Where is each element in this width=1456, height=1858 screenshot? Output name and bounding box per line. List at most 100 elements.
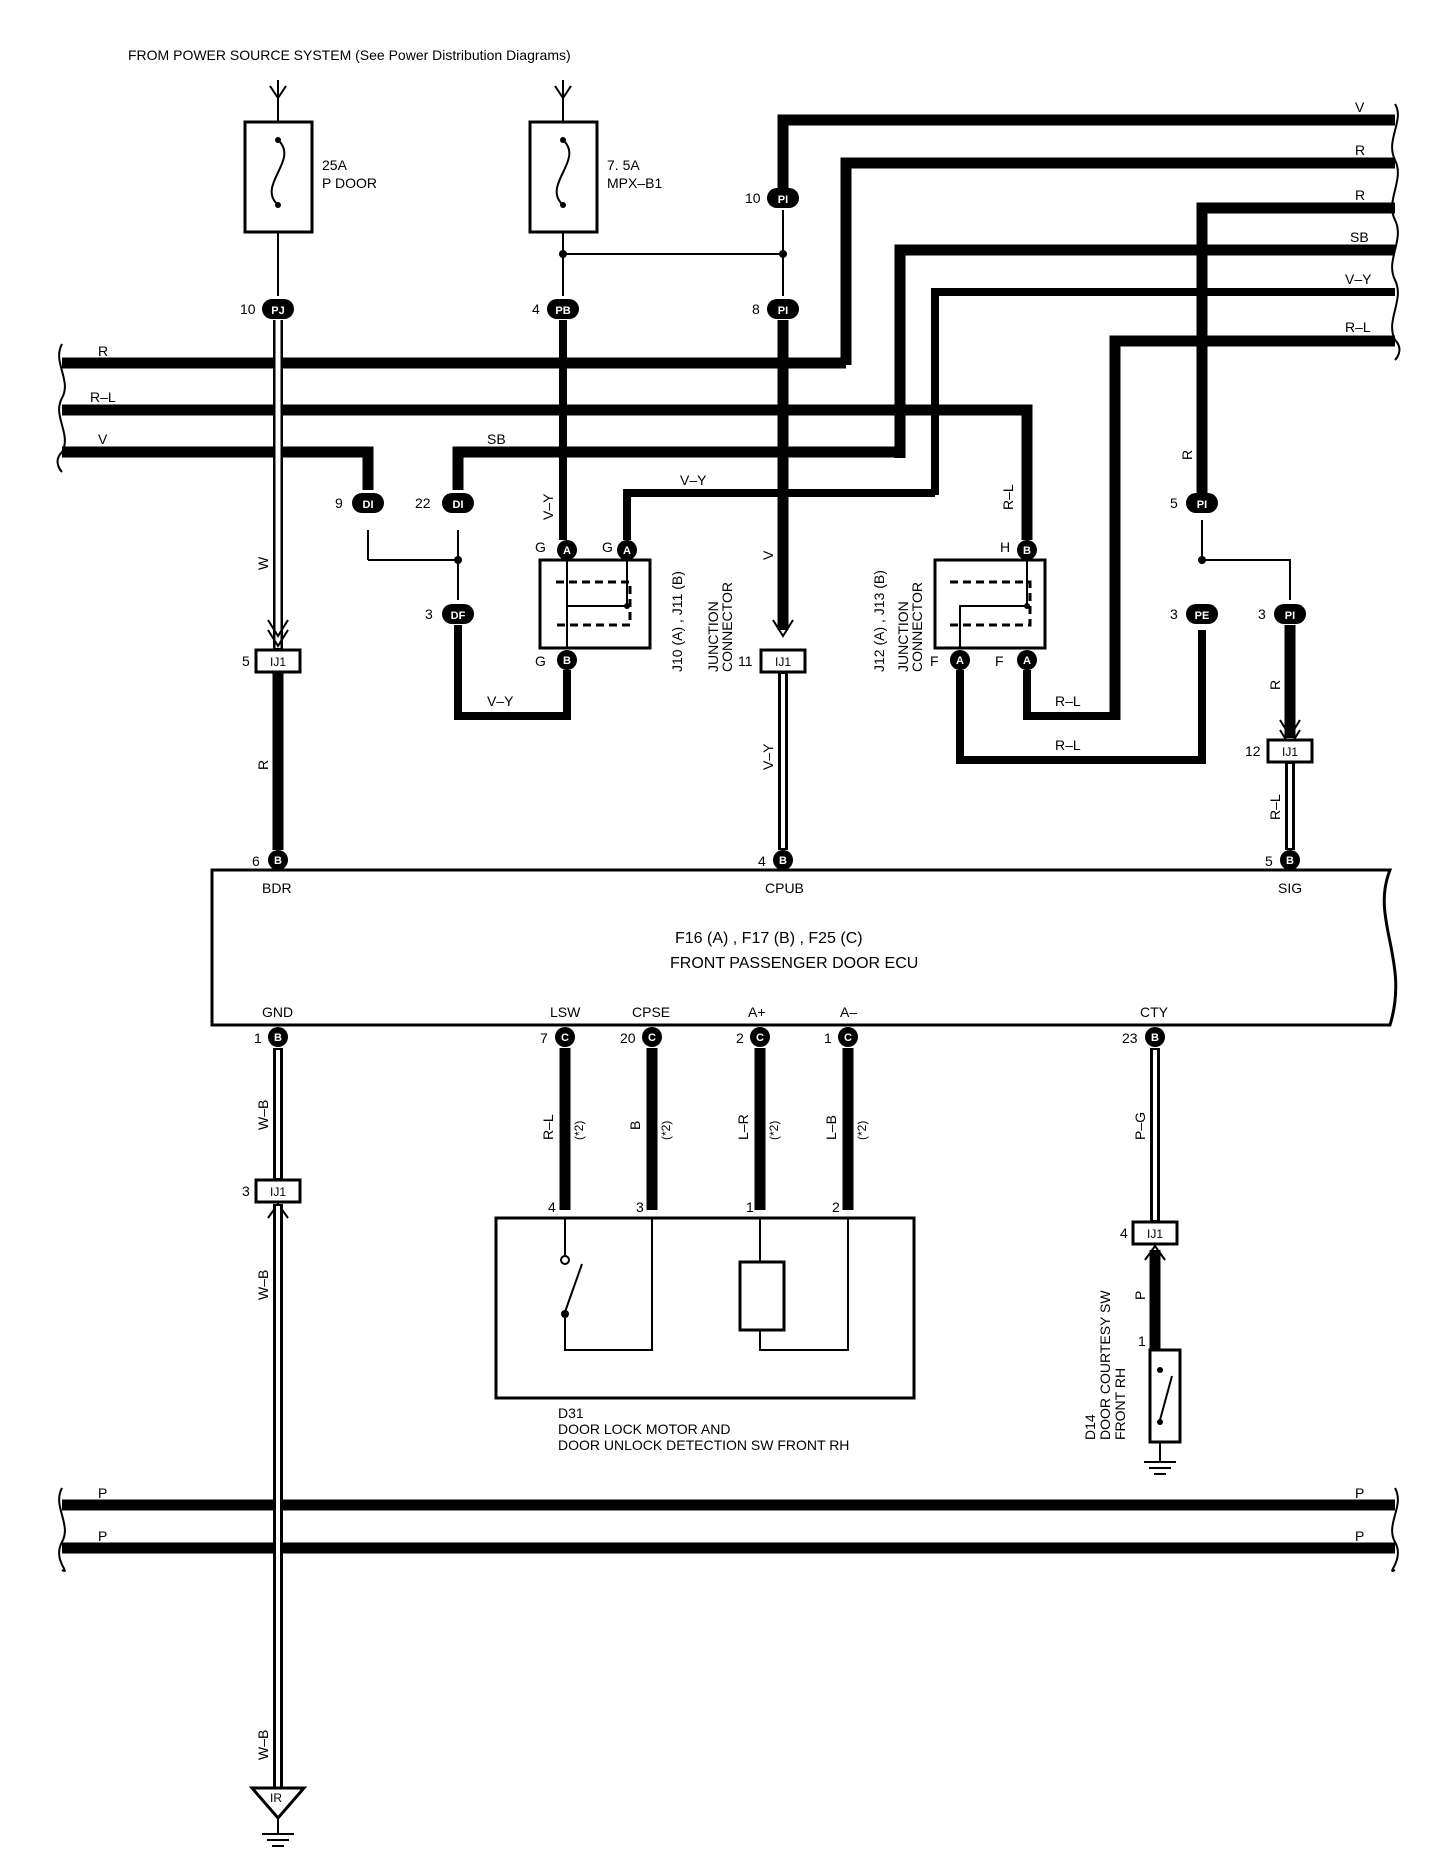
ecu-terminal-bdr: B 6 BDR <box>252 850 292 896</box>
svg-text:4: 4 <box>758 853 766 869</box>
svg-text:1: 1 <box>824 1030 832 1046</box>
label-r-right: R <box>1179 450 1195 460</box>
fuse-p-door: 25A P DOOR <box>243 80 377 296</box>
connector-ij1-12: IJ1 12 <box>1245 738 1314 764</box>
svg-text:4: 4 <box>1120 1225 1128 1241</box>
svg-text:3: 3 <box>1258 606 1266 622</box>
circuit-gnd: IJ1 3 W–B W–B W–B IR <box>242 1048 308 1847</box>
svg-text:C: C <box>756 1032 764 1044</box>
svg-text:12: 12 <box>1245 743 1261 759</box>
bus-p-right-2: P <box>1355 1528 1364 1544</box>
bus-label-v: V <box>1355 99 1365 115</box>
svg-text:A: A <box>563 545 571 557</box>
svg-text:C: C <box>648 1032 656 1044</box>
label-sb: SB <box>487 431 506 447</box>
svg-text:IJ1: IJ1 <box>1147 1227 1163 1241</box>
label-wb-2: W–B <box>255 1270 271 1300</box>
connector-pj: PJ 10 <box>240 299 294 319</box>
courtesy-line1: DOOR COURTESY SW <box>1097 1290 1113 1440</box>
connector-pi-10: PI 10 <box>745 188 799 208</box>
junction-connector-j12-j13: JUNCTION CONNECTOR J12 (A) , J13 (B) H F… <box>871 484 1206 764</box>
label-lr-a: L–R <box>735 1114 751 1140</box>
junction-left-g3: G <box>535 653 546 669</box>
circuit-cty: IJ1 4 P–G P <box>1120 1048 1179 1350</box>
svg-text:GND: GND <box>262 1004 293 1020</box>
svg-text:B: B <box>563 655 571 667</box>
svg-text:A: A <box>623 545 631 557</box>
junction-right-ids: J12 (A) , J13 (B) <box>871 570 887 672</box>
label-star-lsw: (*2) <box>572 1121 586 1140</box>
bus-label-r1: R <box>1355 142 1365 158</box>
fuse-p-door-name: P DOOR <box>322 175 377 191</box>
label-r-bdr: R <box>255 760 271 770</box>
motor-wires: R–L (*2) B (*2) L–R (*2) L–B (*2) <box>540 1048 869 1210</box>
svg-text:IJ1: IJ1 <box>270 655 286 669</box>
svg-text:10: 10 <box>240 301 256 317</box>
svg-text:1: 1 <box>254 1030 262 1046</box>
svg-text:IJ1: IJ1 <box>775 655 791 669</box>
svg-text:LSW: LSW <box>550 1004 581 1020</box>
label-rl-lsw: R–L <box>540 1114 556 1140</box>
label-wb-3: W–B <box>255 1730 271 1760</box>
svg-text:9: 9 <box>335 495 343 511</box>
svg-text:5: 5 <box>242 653 250 669</box>
ecu-terminal-cpub: B 4 CPUB <box>758 850 804 896</box>
power-source-note: FROM POWER SOURCE SYSTEM (See Power Dist… <box>128 47 571 63</box>
label-b-cpse: B <box>627 1121 643 1130</box>
label-wb-1: W–B <box>255 1100 271 1130</box>
svg-text:4: 4 <box>532 301 540 317</box>
svg-text:PJ: PJ <box>271 305 284 317</box>
fuse-mpx-b1: 7. 5A MPX–B1 <box>528 80 662 296</box>
svg-text:3: 3 <box>1170 606 1178 622</box>
ecu-terminal-a-plus: A+ C 2 <box>736 1004 770 1047</box>
svg-text:1: 1 <box>1138 1333 1146 1349</box>
label-v-mid: V <box>760 550 776 560</box>
svg-text:10: 10 <box>745 190 761 206</box>
label-rl-1: R–L <box>1000 484 1016 510</box>
ecu-terminal-sig: B 5 SIG <box>1265 850 1302 896</box>
label-rl-sig: R–L <box>1267 794 1283 820</box>
front-passenger-door-ecu: F16 (A) , F17 (B) , F25 (C) FRONT PASSEN… <box>210 850 1398 1047</box>
svg-text:B: B <box>274 1032 282 1044</box>
svg-text:B: B <box>274 855 282 867</box>
label-vy-cpub: V–Y <box>760 743 776 770</box>
svg-text:PI: PI <box>778 305 788 317</box>
svg-text:20: 20 <box>620 1030 636 1046</box>
svg-text:PI: PI <box>1285 610 1295 622</box>
svg-text:DI: DI <box>363 499 374 511</box>
svg-text:5: 5 <box>1170 495 1178 511</box>
motor-line2: DOOR UNLOCK DETECTION SW FRONT RH <box>558 1437 849 1453</box>
svg-text:7: 7 <box>540 1030 548 1046</box>
svg-text:IJ1: IJ1 <box>270 1185 286 1199</box>
svg-text:CTY: CTY <box>1140 1004 1169 1020</box>
circuit-pb: V–Y V–Y <box>367 320 571 720</box>
fuse-p-door-rating: 25A <box>322 157 348 173</box>
harness-left: R R–L V SB V–Y <box>56 343 1033 540</box>
svg-text:11: 11 <box>738 653 753 669</box>
label-vy-top: V–Y <box>680 472 707 488</box>
motor-id: D31 <box>558 1405 584 1421</box>
svg-text:B: B <box>1151 1032 1159 1044</box>
svg-text:3: 3 <box>425 606 433 622</box>
svg-text:B: B <box>779 855 787 867</box>
svg-text:5: 5 <box>1265 853 1273 869</box>
junction-left-g2: G <box>602 539 613 555</box>
svg-text:CPUB: CPUB <box>765 880 804 896</box>
left-bus-label-r: R <box>98 343 108 359</box>
bottom-bus: P P P P <box>58 1485 1399 1572</box>
svg-text:22: 22 <box>415 495 431 511</box>
junction-right-h: H <box>1000 539 1010 555</box>
bus-label-rl: R–L <box>1345 319 1371 335</box>
junction-right-title2: CONNECTOR <box>909 582 925 672</box>
svg-text:3: 3 <box>242 1183 250 1199</box>
junction-left-g1: G <box>535 539 546 555</box>
ecu-terminal-lsw: LSW C 7 <box>540 1004 581 1047</box>
connector-di-9: DI 9 <box>335 493 384 513</box>
label-rl-3: R–L <box>1055 737 1081 753</box>
label-lb-a: L–B <box>823 1115 839 1140</box>
svg-text:2: 2 <box>832 1199 840 1215</box>
svg-text:A+: A+ <box>748 1004 766 1020</box>
door-lock-motor-d31: 4 3 1 2 D31 DOOR LOCK MOTOR AND DOOR UNL… <box>494 1199 916 1453</box>
label-star-a-plus: (*2) <box>767 1121 781 1140</box>
